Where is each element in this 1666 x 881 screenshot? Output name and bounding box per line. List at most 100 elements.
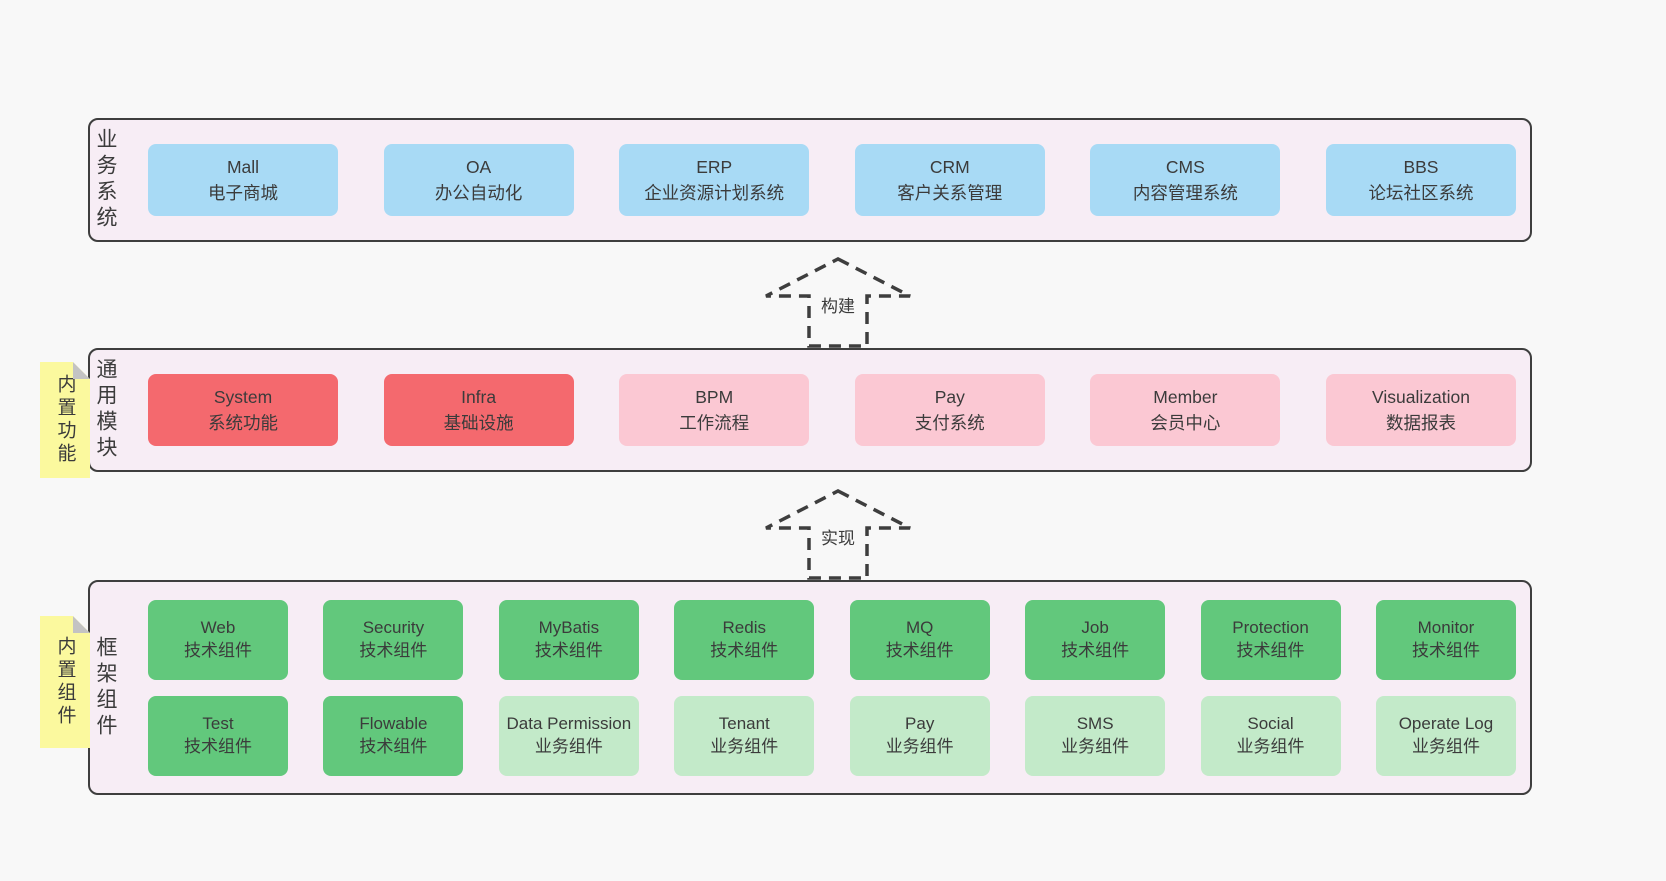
module-name: Pay: [905, 714, 935, 734]
module-name: OA: [465, 156, 492, 177]
build-arrow-label: 构建: [818, 292, 858, 317]
build-arrow: 构建: [763, 256, 913, 348]
module-desc: 电子商城: [208, 183, 278, 203]
module-desc: 业务组件: [534, 736, 603, 756]
module-desc: 论坛社区系统: [1368, 183, 1474, 203]
module-desc: 技术组件: [1236, 640, 1305, 660]
sticky-note-built-in-features: 内置功能: [40, 362, 90, 478]
module-box-crm: CRM 客户关系管理: [854, 144, 1045, 216]
module-box-bbs: BBS 论坛社区系统: [1325, 144, 1516, 216]
module-desc: 业务组件: [1411, 736, 1480, 756]
module-desc: 业务组件: [710, 736, 779, 756]
module-desc: 技术组件: [184, 640, 252, 660]
module-name: Security: [362, 618, 425, 638]
module-desc: 客户关系管理: [897, 183, 1003, 203]
module-name: Infra: [461, 386, 497, 407]
module-name: Job: [1081, 618, 1109, 638]
module-name: Flowable: [359, 714, 428, 734]
module-name: Monitor: [1417, 618, 1475, 638]
module-name: Tenant: [718, 714, 770, 734]
module-desc: 业务组件: [885, 736, 954, 756]
module-desc: 技术组件: [885, 640, 954, 660]
module-name: Visualization: [1372, 386, 1470, 407]
module-desc: 企业资源计划系统: [644, 183, 785, 203]
module-name: CRM: [929, 156, 970, 177]
module-name: MQ: [905, 618, 934, 638]
module-desc: 业务组件: [1061, 736, 1130, 756]
arrow-zone-build: 构建: [88, 242, 1532, 348]
arrow-zone-implement: 实现: [88, 472, 1532, 580]
module-box-oa: OA 办公自动化: [383, 144, 574, 216]
module-box-bpm: BPM 工作流程: [619, 374, 810, 446]
module-name: BPM: [695, 386, 734, 407]
sticky-note-built-in-components: 内置组件: [40, 616, 90, 748]
module-desc: 支付系统: [914, 413, 985, 433]
module-name: Protection: [1232, 618, 1309, 638]
module-name: CMS: [1165, 156, 1205, 177]
module-box-pay: Pay 支付系统: [854, 374, 1045, 446]
module-desc: 内容管理系统: [1132, 183, 1238, 203]
module-desc: 会员中心: [1150, 413, 1221, 433]
implement-arrow-label: 实现: [818, 524, 858, 549]
band-label-common-modules: 通用模块: [94, 358, 117, 462]
module-name: SMS: [1076, 714, 1114, 734]
module-desc: 技术组件: [359, 640, 428, 660]
module-desc: 工作流程: [679, 413, 750, 433]
module-name: Web: [200, 618, 236, 638]
module-name: Test: [202, 714, 234, 734]
module-name: Data Permission: [506, 714, 632, 734]
module-name: Pay: [934, 386, 965, 407]
band-label-framework-components: 框架组件: [94, 635, 117, 740]
module-desc: 技术组件: [359, 736, 428, 756]
module-name: Social: [1247, 714, 1294, 734]
module-desc: 技术组件: [710, 640, 779, 660]
module-box-cms: CMS 内容管理系统: [1090, 144, 1281, 216]
module-name: Redis: [722, 618, 766, 638]
module-desc: 技术组件: [534, 640, 603, 660]
folded-corner-icon: [73, 362, 90, 379]
module-name: BBS: [1403, 156, 1439, 177]
module-name: MyBatis: [538, 618, 600, 638]
implement-arrow: 实现: [763, 488, 913, 580]
module-name: Operate Log: [1398, 714, 1494, 734]
module-desc: 办公自动化: [434, 183, 523, 203]
sticky-note-text: 内置组件: [54, 636, 76, 728]
module-desc: 技术组件: [184, 736, 252, 756]
module-name: System: [213, 386, 273, 407]
up-arrow-icon: [765, 489, 911, 580]
module-desc: 业务组件: [1236, 736, 1305, 756]
band-label-business-systems: 业务系统: [94, 128, 117, 232]
module-box-erp: ERP 企业资源计划系统: [619, 144, 810, 216]
module-name: ERP: [696, 156, 733, 177]
